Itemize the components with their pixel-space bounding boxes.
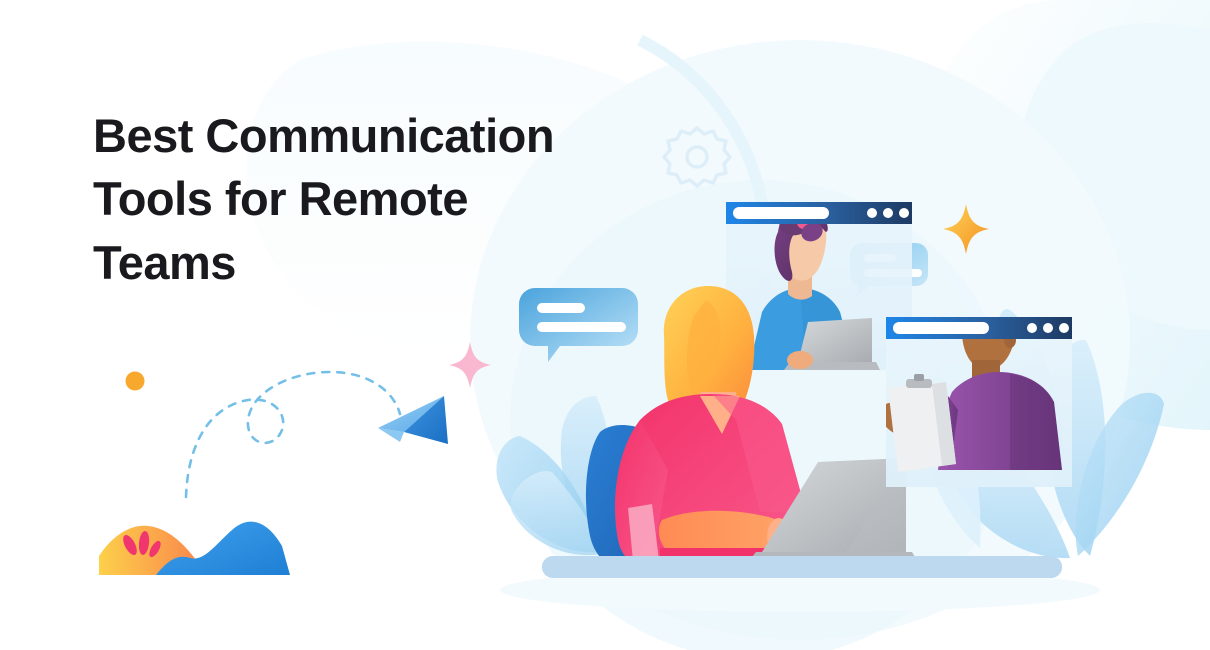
video-window-front-dot-3[interactable]: [1059, 323, 1069, 333]
page-title: Best Communication Tools for Remote Team…: [93, 109, 555, 289]
orange-dot: [125, 371, 145, 391]
gear-icon: [662, 126, 732, 188]
chat-bubble-large-line-2: [537, 322, 626, 332]
video-window-back-search-field[interactable]: [733, 207, 829, 219]
foreground-person: [585, 286, 806, 572]
hair-strand: [686, 300, 721, 392]
sleeve-accent: [628, 504, 660, 572]
video-window-back-participant: [748, 208, 880, 370]
desk-shadow: [500, 568, 1100, 612]
video-window-back-titlebar[interactable]: [726, 202, 912, 224]
dashed-trail: [184, 370, 402, 499]
forearm: [658, 510, 792, 556]
chat-bubble-large-line-1: [537, 303, 585, 313]
video-window-front-search-field[interactable]: [893, 322, 989, 334]
video-window-front-dot-1[interactable]: [1027, 323, 1037, 333]
video-window-back[interactable]: [726, 202, 912, 372]
video-window-front-dot-2[interactable]: [1043, 323, 1053, 333]
video-window-back-dot-1[interactable]: [867, 208, 877, 218]
video-window-front[interactable]: [882, 286, 1072, 487]
paper-plane-icon: [378, 396, 448, 444]
clipboard: [888, 374, 956, 472]
participant-back-laptop-screen: [798, 318, 872, 362]
sparkle-yellow-icon: [943, 204, 989, 254]
participant-back-arm: [760, 318, 792, 368]
desk-bar-front: [542, 556, 1062, 578]
video-window-back-dot-3[interactable]: [899, 208, 909, 218]
top-highlight: [712, 394, 806, 512]
video-window-back-dot-2[interactable]: [883, 208, 893, 218]
participant-back-bun-2: [801, 222, 823, 242]
participant-back-hand: [787, 351, 813, 369]
participant-front-shirt-shade: [1010, 374, 1062, 470]
video-window-front-titlebar[interactable]: [886, 317, 1072, 339]
participant-front-shirt: [938, 372, 1062, 470]
hill-blue: [156, 521, 290, 575]
sparkle-pink-icon: [449, 342, 491, 388]
chat-bubble-large: [519, 288, 638, 362]
flower-petals: [123, 531, 161, 558]
